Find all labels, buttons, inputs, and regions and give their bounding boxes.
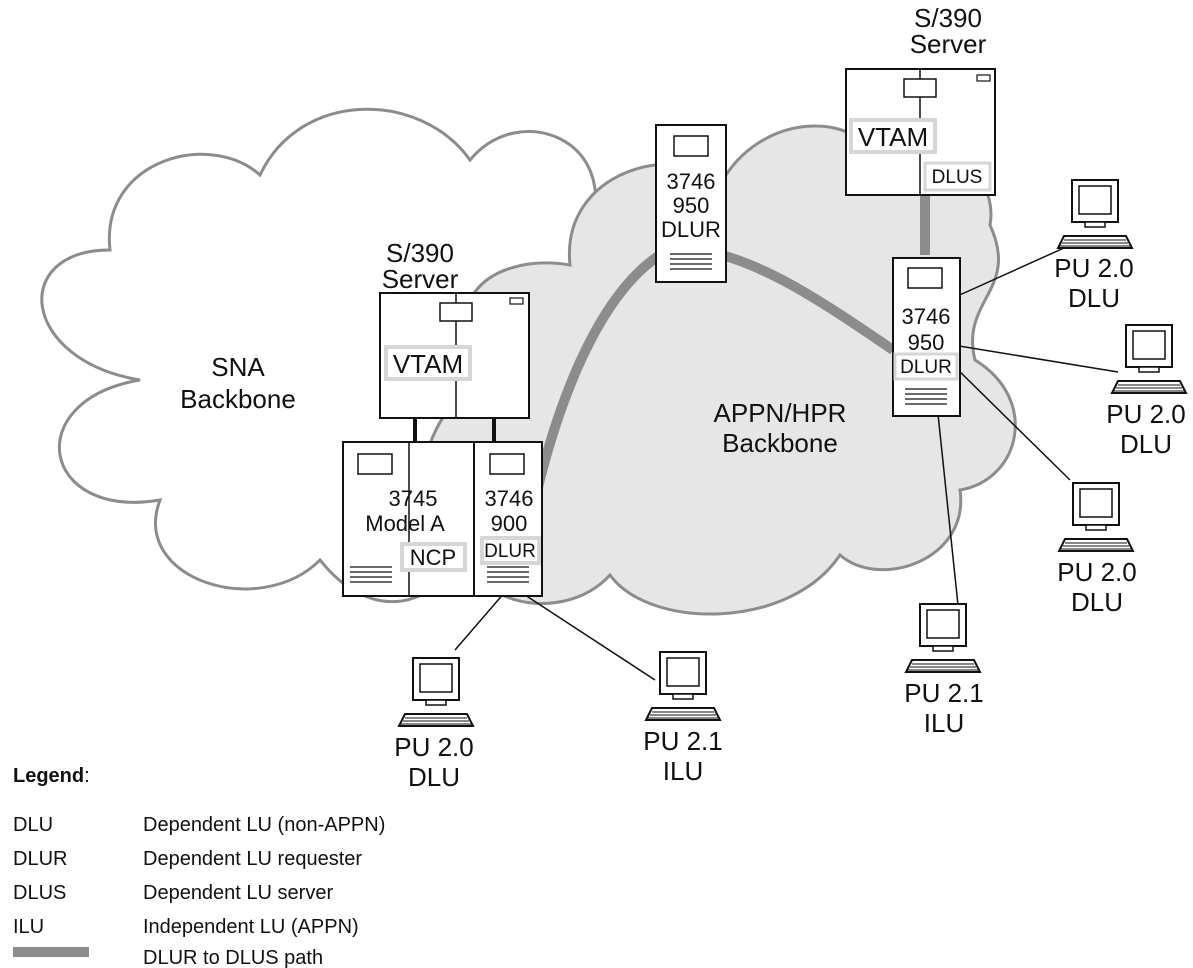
svg-text:DLU: DLU [408, 762, 460, 792]
ncp-tag: NCP [410, 545, 456, 570]
legend-desc-4: Independent LU (APPN) [143, 916, 359, 938]
dlur-3746-900-controller: 3746 900 DLUR [480, 453, 541, 583]
appn-cloud [422, 124, 1017, 616]
c950-right-line-1: 3746 [902, 304, 951, 329]
legend-desc-3: Dependent LU server [143, 882, 333, 904]
workstation-icon [1057, 179, 1133, 249]
workstation-icon [905, 603, 981, 673]
svg-text:PU 2.0: PU 2.0 [1106, 399, 1186, 429]
dlus-label: DLUS [932, 167, 983, 188]
legend-term-4: ILU [13, 916, 44, 938]
right-s390-server: S/390 Server VTAM DLUS [845, 3, 996, 196]
legend-path-swatch [13, 947, 89, 957]
terminal-right-2: PU 2.0 DLU [1106, 324, 1187, 459]
legend: Legend: DLU Dependent LU (non-APPN) DLUR… [13, 765, 385, 968]
legend-desc-1: Dependent LU (non-APPN) [143, 814, 385, 836]
ncp-line-2: Model A [365, 511, 445, 536]
c900-line-1: 3746 [485, 486, 534, 511]
svg-text:ILU: ILU [663, 756, 703, 786]
appn-cloud-label-1: APPN/HPR [714, 398, 847, 428]
appn-cloud-label-2: Backbone [722, 428, 838, 458]
workstation-icon [1111, 324, 1187, 394]
legend-term-2: DLUR [13, 848, 67, 870]
terminal-bottom-left: PU 2.0 DLU [394, 657, 474, 792]
legend-term-1: DLU [13, 814, 53, 836]
sna-cloud-label-2: Backbone [180, 384, 296, 414]
c950-right-line-2: 950 [908, 330, 945, 355]
svg-text:ILU: ILU [924, 708, 964, 738]
left-vtam-label: VTAM [393, 349, 463, 379]
svg-text:PU 2.0: PU 2.0 [394, 732, 474, 762]
right-server-title-1: S/390 [914, 3, 982, 33]
c900-line-2: 900 [491, 511, 528, 536]
c900-tag: DLUR [484, 541, 536, 562]
legend-desc-2: Dependent LU requester [143, 848, 362, 870]
svg-text:DLU: DLU [1068, 283, 1120, 313]
svg-text:DLU: DLU [1071, 587, 1123, 617]
c950-right-tag: DLUR [900, 357, 952, 378]
c950-top-line-3: DLUR [661, 217, 721, 242]
legend-term-3: DLUS [13, 882, 66, 904]
legend-path-label: DLUR to DLUS path [143, 947, 323, 968]
terminal-right-low: PU 2.1 ILU [904, 603, 984, 738]
right-server-title-2: Server [910, 29, 987, 59]
workstation-icon [645, 651, 721, 721]
terminal-links [454, 242, 1119, 681]
c950-top-line-1: 3746 [667, 169, 716, 194]
svg-text:Legend:: Legend: [13, 765, 90, 787]
left-server-title-2: Server [382, 264, 459, 294]
svg-text:PU 2.0: PU 2.0 [1054, 253, 1134, 283]
workstation-icon [1058, 482, 1134, 552]
svg-text:PU 2.1: PU 2.1 [904, 678, 984, 708]
ncp-line-1: 3745 [389, 486, 438, 511]
dlur-3746-950-top-controller: 3746 950 DLUR [655, 124, 727, 283]
sna-cloud-label-1: SNA [211, 352, 265, 382]
right-vtam-label: VTAM [858, 122, 928, 152]
legend-title: Legend [13, 765, 84, 787]
terminal-right-3: PU 2.0 DLU [1057, 482, 1137, 617]
svg-text:PU 2.0: PU 2.0 [1057, 557, 1137, 587]
workstation-icon [398, 657, 474, 727]
ncp-3745-controller: 3745 Model A NCP [342, 441, 543, 597]
svg-text:PU 2.1: PU 2.1 [643, 726, 723, 756]
left-s390-server: S/390 Server VTAM [379, 238, 530, 419]
terminal-right-1: PU 2.0 DLU [1054, 179, 1134, 313]
left-server-title-1: S/390 [386, 238, 454, 268]
svg-text:DLU: DLU [1120, 429, 1172, 459]
legend-colon: : [84, 765, 90, 787]
c950-top-line-2: 950 [673, 193, 710, 218]
dlur-3746-950-right-controller: 3746 950 DLUR [892, 257, 961, 417]
terminal-bottom-mid: PU 2.1 ILU [643, 651, 723, 786]
